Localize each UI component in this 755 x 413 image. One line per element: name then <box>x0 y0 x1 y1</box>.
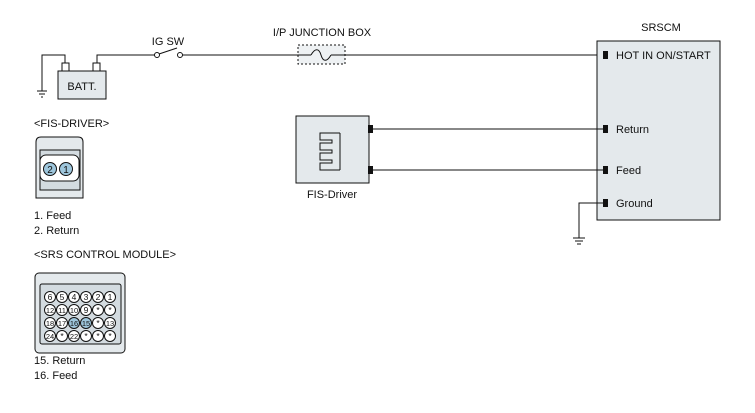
srs-pin-17 <box>56 317 68 329</box>
srs-pin-11 <box>56 304 68 316</box>
fis-pin-legend-2: 2. Return <box>34 225 79 237</box>
srscm-pin-hot-label: HOT IN ON/START <box>616 50 711 62</box>
srs-pin-label: 22 <box>70 332 78 341</box>
srs-pin-label: 2 <box>96 292 101 302</box>
srscm-pin-feed <box>603 166 608 174</box>
battery-ground-wire <box>41 54 66 91</box>
srs-pin-unused <box>92 304 104 316</box>
srs-pin-9 <box>80 304 92 316</box>
srs-pin-2 <box>92 291 104 303</box>
battery-positive-terminal <box>92 62 101 72</box>
srs-pin-10 <box>68 304 80 316</box>
srs-pin-13 <box>104 317 116 329</box>
srs-pin-label: * <box>84 331 88 341</box>
srs-pin-unused <box>92 317 104 329</box>
fis-driver-pin-return <box>368 125 373 133</box>
svg-text:1: 1 <box>63 165 69 176</box>
srs-pin-label: 3 <box>84 292 89 302</box>
srscm-ground-icon <box>573 237 585 245</box>
fis-pin-legend-1: 1. Feed <box>34 210 71 222</box>
srs-pin-label: * <box>96 305 100 315</box>
srs-pin-15 <box>80 317 92 329</box>
battery-negative-terminal <box>61 62 70 72</box>
junction-box <box>297 44 346 65</box>
srs-pin-3 <box>80 291 92 303</box>
srs-pin-label: 18 <box>46 319 54 328</box>
srs-pin-label: 9 <box>84 305 89 315</box>
svg-text:2: 2 <box>47 165 53 176</box>
srscm-pin-ground-label: Ground <box>616 198 653 210</box>
srs-pin-label: * <box>96 331 100 341</box>
fis-pin-2 <box>43 162 57 176</box>
srs-pin-label: 15 <box>82 319 90 328</box>
srscm-ground-wire <box>578 202 603 238</box>
srs-pin-label: 16 <box>70 319 78 328</box>
srs-pin-12 <box>44 304 56 316</box>
srs-pin-label: 10 <box>70 306 78 315</box>
fis-driver-component <box>295 115 373 184</box>
srscm-pin-return-label: Return <box>616 124 649 136</box>
ig-switch-icon <box>154 47 183 58</box>
srs-pin-16 <box>68 317 80 329</box>
srs-pin-22 <box>68 330 80 342</box>
srs-pin-label: 6 <box>48 292 53 302</box>
fis-pin-1 <box>59 162 73 176</box>
srscm-box <box>596 40 721 221</box>
srs-pin-label: 1 <box>108 292 113 302</box>
srs-pin-label: * <box>108 305 112 315</box>
srscm-pin-hot <box>603 51 608 59</box>
srs-pin-label: * <box>60 331 64 341</box>
battery-body <box>57 70 107 100</box>
battery-label: BATT. <box>67 81 96 93</box>
srs-pin-5 <box>56 291 68 303</box>
fis-driver-pin-feed <box>368 166 373 174</box>
srs-pin-label: 11 <box>58 306 66 315</box>
battery: BATT. <box>57 62 107 100</box>
srs-pin-6 <box>44 291 56 303</box>
fuse-icon <box>310 49 332 61</box>
srs-pin-label: 5 <box>60 292 65 302</box>
srs-pin-label: 4 <box>72 292 77 302</box>
srs-pin-legend-1: 15. Return <box>34 355 85 367</box>
battery-ground-icon <box>37 90 47 98</box>
srscm-pin-feed-label: Feed <box>616 165 641 177</box>
srs-pin-24 <box>44 330 56 342</box>
srscm-pin-return <box>603 125 608 133</box>
battery-positive-wire <box>96 54 157 63</box>
srs-pin-label: 13 <box>106 319 114 328</box>
srs-module-connector-header: <SRS CONTROL MODULE> <box>34 249 176 261</box>
srscm-title: SRSCM <box>641 22 681 34</box>
junction-box-label: I/P JUNCTION BOX <box>273 27 372 39</box>
srs-pin-4 <box>68 291 80 303</box>
srs-pin-label: 24 <box>46 332 54 341</box>
srs-pin-label: 12 <box>46 306 54 315</box>
srscm-pin-ground <box>603 199 608 207</box>
srs-pin-label: 17 <box>58 319 66 328</box>
srs-pin-unused <box>56 330 68 342</box>
fis-driver-label: FIS-Driver <box>307 189 357 201</box>
srs-pin-1 <box>104 291 116 303</box>
fis-driver-connector-header: <FIS-DRIVER> <box>34 118 109 130</box>
ig-switch-label: IG SW <box>152 36 185 48</box>
srs-pin-unused <box>92 330 104 342</box>
srs-pin-label: * <box>108 331 112 341</box>
srs-pin-unused <box>80 330 92 342</box>
srs-pin-unused <box>104 304 116 316</box>
srs-pin-label: * <box>96 318 100 328</box>
srs-pin-legend-2: 16. Feed <box>34 370 77 382</box>
fis-driver-connector: 2 1 <box>35 136 84 199</box>
srs-pin-unused <box>104 330 116 342</box>
fis-driver-element-icon <box>319 132 340 171</box>
srs-pin-18 <box>44 317 56 329</box>
